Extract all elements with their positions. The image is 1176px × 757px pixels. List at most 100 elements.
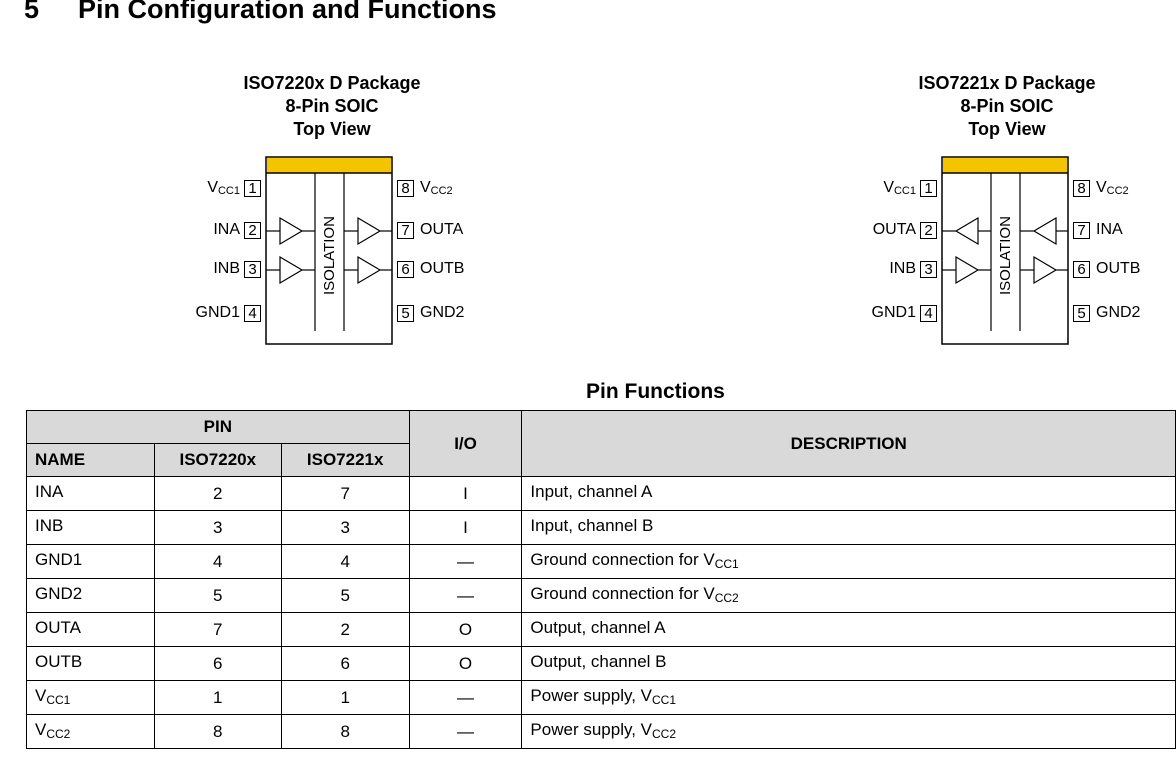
pin-number-box: 7 (1073, 222, 1090, 239)
pin-iso7221x-cell: 6 (280, 646, 410, 681)
pin-iso7221x-cell: 3 (280, 510, 410, 545)
pin-label: VCC1 (883, 179, 916, 197)
description-cell: Power supply, VCC2 (521, 714, 1176, 749)
pin-label: INA (1096, 221, 1123, 238)
package-body: ISOLATION (265, 156, 393, 345)
pin-name-cell: INA (26, 476, 155, 511)
isolation-label: ISOLATION (997, 216, 1014, 295)
package-title-iso7220x: ISO7220x D Package 8-Pin SOIC Top View (202, 72, 462, 141)
pin-number-box: 2 (244, 222, 261, 239)
pin-label: OUTA (420, 221, 464, 238)
pin-number-box: 5 (1073, 305, 1090, 322)
pin-iso7221x-cell: 4 (280, 544, 410, 579)
header-description: DESCRIPTION (521, 410, 1176, 477)
pin-iso7220x-cell: 8 (153, 714, 282, 749)
pin-number-box: 3 (920, 261, 937, 278)
pin-label: VCC2 (1096, 179, 1129, 197)
io-cell: — (408, 680, 523, 715)
description-cell: Input, channel B (521, 510, 1176, 545)
io-cell: — (408, 578, 523, 613)
header-iso7220x: ISO7220x (153, 443, 282, 477)
pin-number-box: 8 (397, 180, 414, 197)
pin-number-box: 4 (920, 305, 937, 322)
pin-iso7221x-cell: 1 (280, 680, 410, 715)
io-cell: O (408, 612, 523, 647)
table-title: Pin Functions (586, 380, 725, 403)
io-cell: — (408, 714, 523, 749)
description-cell: Ground connection for VCC2 (521, 578, 1176, 613)
pin-iso7220x-cell: 4 (153, 544, 282, 579)
pin-label: VCC2 (420, 179, 453, 197)
section-heading: 5 Pin Configuration and Functions (24, 0, 496, 25)
package-type: 8-Pin SOIC (960, 96, 1054, 116)
pin-label: VCC1 (207, 179, 240, 197)
pin-name-cell: OUTA (26, 612, 155, 647)
pin-number-box: 1 (920, 180, 937, 197)
pin-name-cell: OUTB (26, 646, 155, 681)
section-title: Pin Configuration and Functions (78, 0, 497, 24)
buffer-triangle-icon (357, 216, 382, 246)
pin-label: GND2 (1096, 304, 1141, 321)
pin-name-cell: INB (26, 510, 155, 545)
pin-iso7221x-cell: 8 (280, 714, 410, 749)
package-title-iso7221x: ISO7221x D Package 8-Pin SOIC Top View (877, 72, 1137, 141)
pin-functions-table: PIN I/O DESCRIPTION NAME ISO7220x ISO722… (26, 410, 1176, 749)
pin-iso7220x-cell: 2 (153, 476, 282, 511)
package-name: ISO7220x D Package (243, 73, 421, 93)
pin-number-box: 7 (397, 222, 414, 239)
io-cell: — (408, 544, 523, 579)
pin-label: GND1 (195, 304, 240, 321)
pin-number-box: 1 (244, 180, 261, 197)
pin-iso7221x-cell: 5 (280, 578, 410, 613)
pin-iso7220x-cell: 3 (153, 510, 282, 545)
section-number: 5 (24, 0, 40, 24)
description-cell: Output, channel A (521, 612, 1176, 647)
pin-label: OUTB (420, 260, 465, 277)
buffer-triangle-icon (1032, 216, 1057, 246)
package-type: 8-Pin SOIC (285, 96, 379, 116)
header-name: NAME (26, 443, 155, 477)
buffer-triangle-icon (1033, 255, 1058, 285)
isolation-label: ISOLATION (321, 216, 338, 295)
pin-iso7220x-cell: 5 (153, 578, 282, 613)
buffer-triangle-icon (955, 255, 980, 285)
pin-label: INB (889, 260, 916, 277)
pin1-marker-bar (943, 158, 1067, 173)
pin-iso7221x-cell: 2 (280, 612, 410, 647)
package-name: ISO7221x D Package (918, 73, 1096, 93)
pin-number-box: 3 (244, 261, 261, 278)
pin-iso7221x-cell: 7 (280, 476, 410, 511)
pin-name-cell: VCC2 (26, 714, 155, 749)
package-outline (941, 156, 1069, 345)
package-outline (265, 156, 393, 345)
pin-iso7220x-cell: 1 (153, 680, 282, 715)
pin-iso7220x-cell: 7 (153, 612, 282, 647)
description-cell: Ground connection for VCC1 (521, 544, 1176, 579)
io-cell: I (408, 510, 523, 545)
description-cell: Output, channel B (521, 646, 1176, 681)
description-cell: Power supply, VCC1 (521, 680, 1176, 715)
pin-number-box: 6 (397, 261, 414, 278)
pin-number-box: 2 (920, 222, 937, 239)
buffer-triangle-icon (954, 216, 979, 246)
buffer-triangle-icon (357, 255, 382, 285)
header-pin: PIN (26, 410, 410, 444)
pin-label: GND1 (871, 304, 916, 321)
header-iso7221x: ISO7221x (280, 443, 410, 477)
pin-label: GND2 (420, 304, 465, 321)
pin-label: OUTB (1096, 260, 1141, 277)
header-io: I/O (408, 410, 523, 477)
pin-name-cell: GND1 (26, 544, 155, 579)
io-cell: O (408, 646, 523, 681)
pin-number-box: 4 (244, 305, 261, 322)
buffer-triangle-icon (279, 216, 304, 246)
pin-iso7220x-cell: 6 (153, 646, 282, 681)
io-cell: I (408, 476, 523, 511)
